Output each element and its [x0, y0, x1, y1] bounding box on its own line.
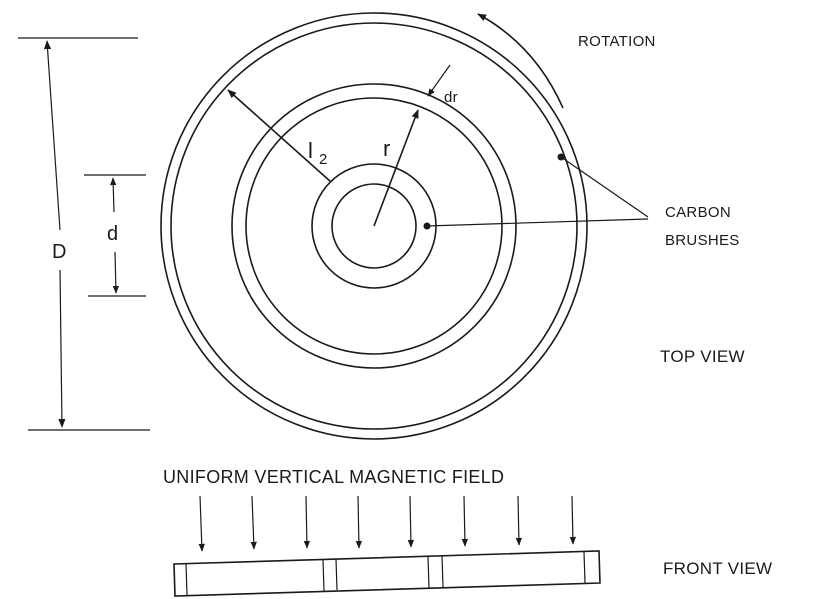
dimension-d: d [84, 174, 146, 297]
rotation-arrow [477, 13, 564, 109]
field-arrow [303, 495, 311, 549]
ring-dr-inner [245, 97, 503, 355]
ring-dr-outer [231, 83, 517, 369]
field-arrow [569, 495, 577, 545]
d-arrow-down [112, 251, 120, 294]
disk-edge-mark [322, 559, 325, 592]
brushes-label: BRUSHES [665, 232, 740, 249]
disk-edge-mark [427, 555, 430, 589]
rotation-label: ROTATION [578, 33, 656, 50]
field-arrow [355, 495, 363, 549]
d-arrow-up [110, 177, 117, 213]
disk-outer-rim-inner-edge [170, 22, 578, 430]
D-label: D [52, 241, 66, 263]
radius-r-arrow [373, 109, 419, 227]
disk-edge-mark [185, 563, 188, 596]
l2-label: l [308, 138, 313, 163]
D-arrow-up [43, 40, 61, 231]
hub-inner [331, 183, 417, 269]
radius-l2-arrow [227, 89, 332, 183]
field-arrow [515, 495, 523, 546]
top-view-label: TOP VIEW [660, 347, 745, 366]
magnetic-field-label: UNIFORM VERTICAL MAGNETIC FIELD [163, 467, 504, 487]
disk-outer-rim [160, 12, 588, 440]
disk-top-view [160, 12, 588, 440]
field-arrow [250, 495, 257, 550]
disk-edge-mark [335, 558, 338, 591]
field-arrows [198, 495, 577, 552]
r-label: r [383, 136, 390, 161]
carbon-label: CARBON [665, 204, 731, 221]
outer-brush-leader [560, 156, 649, 218]
field-arrow [461, 495, 469, 547]
front-view-label: FRONT VIEW [663, 559, 772, 578]
D-arrow-down [58, 269, 66, 428]
dimension-D: D [18, 37, 150, 431]
dr-arrow [427, 64, 451, 97]
carbon-brushes: CARBON BRUSHES [423, 153, 740, 249]
disk-edge-mark [441, 555, 444, 588]
disk-front-view [173, 550, 601, 597]
disk-edge [173, 550, 601, 597]
dr-label: dr [444, 89, 458, 106]
disk-edge-mark [583, 551, 586, 584]
field-arrow [198, 495, 205, 552]
inner-brush-leader [426, 218, 649, 227]
l2-subscript: 2 [319, 151, 327, 168]
d-label: d [107, 223, 118, 245]
field-arrow [407, 495, 415, 548]
